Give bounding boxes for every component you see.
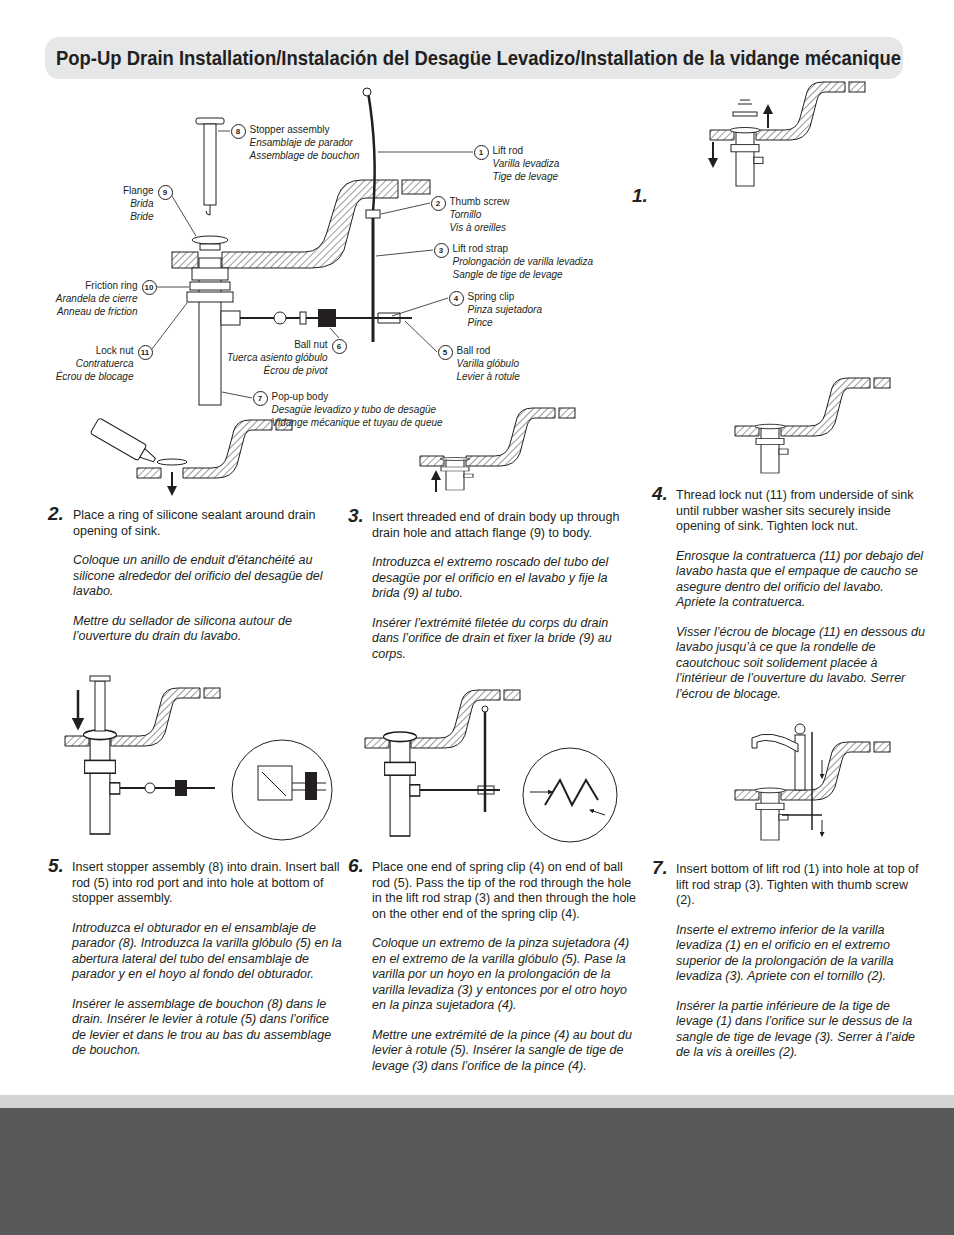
- callout-number: 9: [158, 185, 173, 200]
- callout: 7 Pop-up bodyDesagüe levadizo y tubo de d…: [253, 391, 447, 429]
- part-name: Écrou de pivot: [227, 364, 327, 377]
- callout-number: 1: [474, 145, 489, 160]
- step-number: 3.: [348, 506, 364, 526]
- part-name: Bride: [123, 210, 154, 223]
- callout-label: Pop-up bodyDesagüe levadizo y tubo de de…: [272, 390, 443, 429]
- callout-number: 6: [332, 339, 347, 354]
- callout: 1 Lift rodVarilla levadizaTige de levage: [474, 145, 564, 183]
- part-name: Levier à rotule: [457, 370, 520, 383]
- part-name: Varilla glóbulo: [457, 357, 520, 370]
- callout-label: Ball rodVarilla glóbuloLevier à rotule: [457, 344, 520, 383]
- part-name: Sangle de tige de levage: [453, 268, 594, 281]
- callout-number: 10: [142, 280, 157, 295]
- part-name: Thumb screw: [450, 195, 510, 208]
- part-name: Ensamblaje de parador: [250, 136, 360, 149]
- callout-number: 7: [253, 391, 268, 406]
- callout-label: Lock nutContratuercaÉcrou de blocage: [56, 344, 134, 383]
- part-name: Friction ring: [56, 279, 138, 292]
- callout-label: Lift rodVarilla levadizaTige de levage: [493, 144, 560, 183]
- callout-label: Spring clipPinza sujetadoraPince: [468, 290, 543, 329]
- step-text: Visser l’écrou de blocage (11) en dessou…: [676, 625, 926, 703]
- step-text: Insérer la partie inférieure de la tige …: [676, 999, 926, 1061]
- callout: 4 Spring clipPinza sujetadoraPince: [449, 291, 547, 329]
- callout: 10 Friction ringArandela de cierreAnneau …: [52, 280, 157, 318]
- part-name: Desagüe levadizo y tubo de desagüe: [272, 403, 443, 416]
- step-text: Place one end of spring clip (4) on end …: [372, 860, 644, 922]
- callout: 2 Thumb screwTornilloVis à oreilles: [431, 196, 514, 234]
- step-text: Insert threaded end of drain body up thr…: [372, 510, 634, 541]
- step-number: 1.: [632, 186, 648, 206]
- step-number: 4.: [652, 484, 668, 504]
- callout-label: Friction ringArandela de cierreAnneau de…: [56, 279, 138, 318]
- part-name: Tuerca asiento glóbulo: [227, 351, 327, 364]
- callout: 6 Ball nutTuerca asiento glóbuloÉcrou de …: [223, 339, 346, 377]
- callout-label: Thumb screwTornilloVis à oreilles: [450, 195, 510, 234]
- callout-number: 11: [138, 345, 153, 360]
- callout-number: 2: [431, 196, 446, 211]
- callout: 9 FlangeBridaBride: [119, 185, 173, 223]
- step-text: Inserte el extremo inferior de la varill…: [676, 923, 926, 985]
- callout: 5 Ball rodVarilla glóbuloLevier à rotule: [438, 345, 524, 383]
- callout-number: 4: [449, 291, 464, 306]
- step-text: Introduzca el extremo roscado del tubo d…: [372, 555, 634, 602]
- part-name: Vis à oreilles: [450, 221, 510, 234]
- step-number: 6.: [348, 856, 364, 876]
- step-text: Mettre une extrémité de la pince (4) au …: [372, 1028, 644, 1075]
- part-name: Lock nut: [56, 344, 134, 357]
- part-name: Écrou de blocage: [56, 370, 134, 383]
- step-text: Coloque un extremo de la pinza sujetador…: [372, 936, 644, 1014]
- step-number: 2.: [48, 504, 64, 524]
- part-name: Ball rod: [457, 344, 520, 357]
- part-name: Pince: [468, 316, 543, 329]
- part-name: Brida: [123, 197, 154, 210]
- part-name: Varilla levadiza: [493, 157, 560, 170]
- part-name: Anneau de friction: [56, 305, 138, 318]
- part-name: Ball nut: [227, 338, 327, 351]
- callout-number: 3: [434, 243, 449, 258]
- part-name: Pinza sujetadora: [468, 303, 543, 316]
- part-name: Spring clip: [468, 290, 543, 303]
- part-name: Vidange mécanique et tuyau de queue: [272, 416, 443, 429]
- step-text: Insérer l’extrémité filetée du corps du …: [372, 616, 634, 663]
- step-text: Insérer le assemblage de bouchon (8) dan…: [72, 997, 342, 1059]
- callout: 11 Lock nutContratuercaÉcrou de blocage: [52, 345, 153, 383]
- step-text: Mettre du sellador de silicona autour de…: [73, 614, 335, 645]
- step-text: Place a ring of silicone sealant around …: [73, 508, 335, 539]
- part-name: Tornillo: [450, 208, 510, 221]
- part-name: Contratuerca: [56, 357, 134, 370]
- callout-number: 8: [231, 124, 246, 139]
- callout-label: Lift rod strapProlongación de varilla le…: [453, 242, 594, 281]
- step-text: Insert stopper assembly (8) into drain. …: [72, 860, 342, 907]
- callout-label: Stopper assemblyEnsamblaje de paradorAss…: [250, 123, 360, 162]
- part-name: Lift rod: [493, 144, 560, 157]
- step-number: 7.: [652, 858, 668, 878]
- callout-number: 5: [438, 345, 453, 360]
- part-name: Prolongación de varilla levadiza: [453, 255, 594, 268]
- callout-label: FlangeBridaBride: [123, 184, 154, 223]
- page-title: Pop-Up Drain Installation/Instalación de…: [56, 45, 901, 71]
- part-name: Pop-up body: [272, 390, 443, 403]
- callout: 8 Stopper assemblyEnsamblaje de paradorAs…: [231, 124, 364, 162]
- callout: 3 Lift rod strapProlongación de varilla l…: [434, 243, 598, 281]
- part-name: Tige de levage: [493, 170, 560, 183]
- part-name: Lift rod strap: [453, 242, 594, 255]
- callout-label: Ball nutTuerca asiento glóbuloÉcrou de p…: [227, 338, 327, 377]
- part-name: Arandela de cierre: [56, 292, 138, 305]
- step-text: Coloque un anillo de enduit d'étanchéité…: [73, 553, 335, 600]
- step-text: Thread lock nut (11) from underside of s…: [676, 488, 926, 535]
- part-name: Assemblage de bouchon: [250, 149, 360, 162]
- part-name: Stopper assembly: [250, 123, 360, 136]
- step-text: Enrosque la contratuerca (11) por debajo…: [676, 549, 926, 611]
- step-number: 5.: [48, 856, 64, 876]
- step-text: Insert bottom of lift rod (1) into hole …: [676, 862, 926, 909]
- step-text: Introduzca el obturador en el ensamblaje…: [72, 921, 342, 983]
- part-name: Flange: [123, 184, 154, 197]
